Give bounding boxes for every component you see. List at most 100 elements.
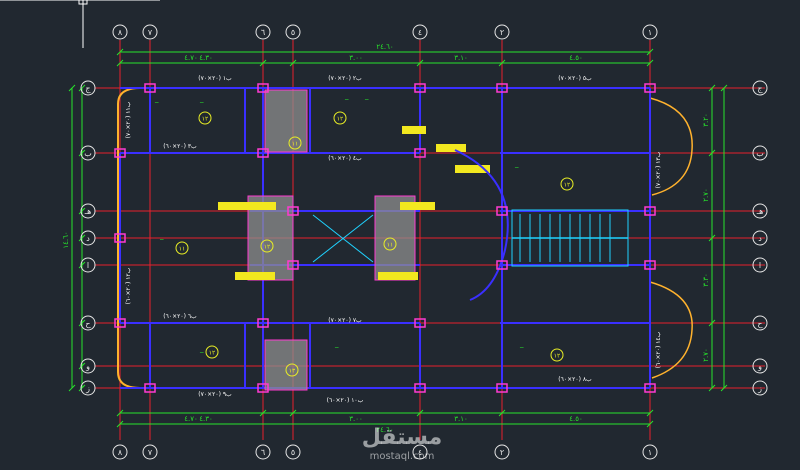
rebar-mark: ــ — [364, 95, 369, 102]
beam-label: (٢٠×٧٠) ب٧ — [328, 317, 362, 324]
grid-bubble-top-label: ٧ — [148, 28, 153, 37]
dimension-tick — [78, 319, 86, 327]
grid-bubble-right — [752, 358, 768, 374]
slab-tag — [333, 111, 347, 125]
dimension-tick — [720, 384, 728, 392]
slab-tag-label: ١٣ — [289, 368, 296, 375]
column — [496, 383, 508, 393]
grid-bubble-left — [80, 230, 96, 246]
beam-label: (٢٠×٧٠) ب٢ — [328, 75, 362, 82]
shear-wall — [264, 89, 308, 153]
grid-bubble-top-label: ١ — [648, 28, 652, 37]
dimension-tick — [416, 409, 424, 417]
dimension-label-bottom: ٤.٧٠ — [184, 415, 198, 423]
beam-label: (٢٠×٦٠) ب١٢ — [125, 267, 132, 304]
slab-tag — [205, 345, 219, 359]
dimension-tick — [116, 409, 124, 417]
dimension-label-bottom: ٣.٠٠ — [349, 415, 363, 423]
beam-label: (٢٠×٦٠) ب٤ — [328, 155, 362, 162]
dimension-label-bottom: ٣.١٠ — [454, 415, 468, 423]
slab-tag — [288, 136, 302, 150]
grid-bubble-right — [752, 80, 768, 96]
column — [496, 83, 508, 93]
column — [144, 83, 156, 93]
grid-bubble-top — [285, 24, 301, 40]
beam-label: (٢٠×٧٠) ب٥ — [558, 75, 592, 82]
slab-tag-label: ١٢ — [209, 350, 215, 357]
grid-bubble-left-label: ب — [84, 149, 92, 158]
dimension-tick — [78, 207, 86, 215]
slab-tag-label: ١١ — [292, 141, 298, 148]
dimension-tick — [259, 409, 267, 417]
slab-tag — [383, 237, 397, 251]
dimension-tick — [708, 84, 716, 92]
grid-bubble-right — [752, 145, 768, 161]
hatch-mark — [402, 126, 426, 134]
column — [257, 383, 269, 393]
grid-bubble-top — [112, 24, 128, 40]
grid-bubble-top-label: ٤ — [418, 28, 422, 37]
dimension-tick — [68, 384, 76, 392]
grid-bubble-left — [80, 315, 96, 331]
dimension-tick — [708, 319, 716, 327]
dimension-label-top: ٤.٧٠ — [184, 54, 198, 62]
grid-bubble-top — [642, 24, 658, 40]
grid-bubble-top — [255, 24, 271, 40]
grid-bubble-right-label: ب — [756, 149, 764, 158]
rebar-mark: ــ — [334, 343, 339, 350]
balcony-curve-top — [649, 97, 693, 196]
grid-bubble-top-label: ٥ — [291, 28, 295, 37]
beam-label: (٢٠×٧٠) ب١ — [198, 75, 232, 82]
grid-bubble-left-label: ز — [85, 384, 90, 393]
grid-bubble-right — [752, 380, 768, 396]
dimension-tick — [646, 420, 654, 428]
hatch-mark — [436, 144, 466, 152]
dimension-label-top-overall: ٢٤.٦٠ — [376, 43, 393, 51]
column — [496, 206, 508, 216]
dimension-tick — [708, 384, 716, 392]
grid-bubble-bottom-label: ٥ — [291, 448, 295, 457]
column — [644, 383, 656, 393]
grid-bubble-right — [752, 230, 768, 246]
grid-bubble-left — [80, 145, 96, 161]
shear-wall — [264, 339, 308, 391]
column — [496, 260, 508, 270]
grid-bubble-right-label: هـ — [756, 207, 764, 216]
beam-label: (٢٠×٧٠) ب١١ — [125, 101, 132, 138]
balcony-curve-bottom — [649, 281, 693, 379]
beam-label: (٢٠×٦٠) ب١٤ — [655, 331, 662, 368]
grid-bubble-top — [412, 24, 428, 40]
dimension-label-bottom-overall: ٢٤.٦٠ — [376, 426, 393, 434]
slab-tag-label: ١٢ — [337, 116, 343, 123]
grid-bubble-right-label: ا — [759, 261, 761, 270]
dimension-tick — [646, 59, 654, 67]
grid-bubble-bottom-label: ٢ — [500, 448, 504, 457]
grid-bubble-left — [80, 358, 96, 374]
dimension-tick — [498, 59, 506, 67]
dimension-label-top: ٣.١٠ — [454, 54, 468, 62]
grid-bubble-left-label: ا — [87, 261, 89, 270]
void-cross — [312, 214, 374, 263]
hatch-mark — [378, 272, 418, 280]
column — [114, 233, 126, 243]
dimension-tick — [708, 234, 716, 242]
dimension-tick — [78, 384, 86, 392]
grid-bubble-bottom-label: ٤ — [418, 448, 422, 457]
dimension-label-bottom: ٤.٣٠ — [199, 415, 213, 423]
slab-tag-label: ١٢ — [264, 244, 270, 251]
grid-bubble-left-label: ج — [85, 84, 91, 93]
dimension-tick — [78, 234, 86, 242]
dimension-tick — [498, 409, 506, 417]
column — [257, 83, 269, 93]
grid-bubble-left-label: و — [85, 362, 90, 371]
grid-bubble-bottom — [285, 444, 301, 460]
grid-bubble-bottom — [642, 444, 658, 460]
column — [644, 260, 656, 270]
grid-bubble-right-label: ح — [757, 319, 763, 328]
grid-bubble-bottom-label: ٨ — [118, 448, 123, 457]
dimension-tick — [78, 261, 86, 269]
beam-label: (٢٠×٦٠) ب١٠ — [327, 397, 364, 404]
cursor-box — [78, 0, 88, 5]
